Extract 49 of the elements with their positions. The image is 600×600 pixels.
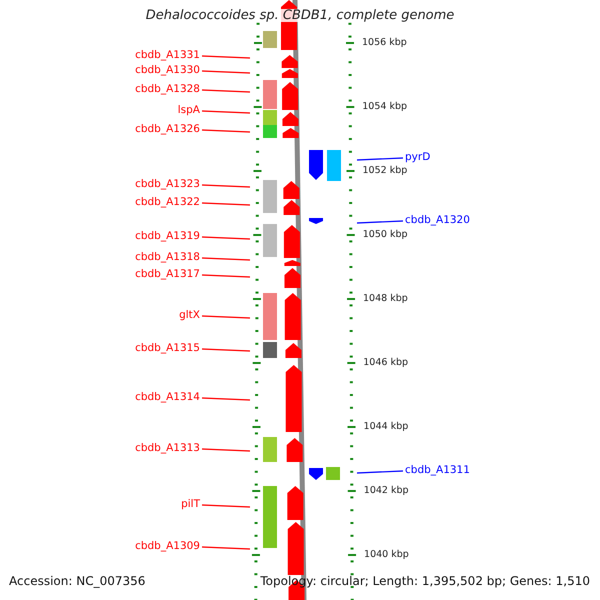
leader-line xyxy=(202,110,250,114)
gene-label: cbdb_A1309 xyxy=(135,540,200,553)
leader-line xyxy=(202,55,250,59)
scale-label: 1040 kbp xyxy=(364,548,409,561)
gene-label: cbdb_A1318 xyxy=(135,251,200,264)
gene-label: cbdb_A1326 xyxy=(135,123,200,136)
leader-line xyxy=(202,236,250,240)
gene-label: pilT xyxy=(181,498,200,511)
gene-label: cbdb_A1313 xyxy=(135,442,200,455)
leader-line xyxy=(202,397,250,401)
gene-label: cbdb_A1331 xyxy=(135,49,200,62)
gene-label: cbdb_A1320 xyxy=(405,214,470,227)
leader-line xyxy=(202,257,250,261)
leader-line xyxy=(202,448,250,452)
scale-label: 1052 kbp xyxy=(362,164,408,177)
scale-label: 1044 kbp xyxy=(364,420,408,433)
gene-label: cbdb_A1315 xyxy=(135,342,200,355)
leader-line xyxy=(202,504,250,508)
gene-label: cbdb_A1322 xyxy=(135,196,200,209)
leader-line xyxy=(202,70,250,74)
leader-line xyxy=(356,470,404,474)
gene-label: cbdb_A1319 xyxy=(135,230,200,243)
accession-note: Accession: NC_007356 xyxy=(9,575,146,588)
leader-line xyxy=(202,274,250,278)
leader-line xyxy=(202,184,250,188)
scale-label: 1050 kbp xyxy=(362,228,408,241)
gene-label: gltX xyxy=(179,309,200,322)
gene-label: cbdb_A1311 xyxy=(405,464,470,477)
gene-label: lspA xyxy=(178,104,200,117)
leader-line xyxy=(202,348,250,352)
leader-line xyxy=(202,202,250,206)
gene-label: cbdb_A1314 xyxy=(135,391,200,404)
leader-line xyxy=(356,157,404,161)
leader-line xyxy=(202,129,250,133)
scale-label: 1042 kbp xyxy=(364,484,409,497)
scale-label: 1056 kbp xyxy=(362,36,407,49)
gene-label: cbdb_A1317 xyxy=(135,268,200,281)
leader-line xyxy=(202,546,250,550)
gene-label: cbdb_A1330 xyxy=(135,64,200,77)
genome-summary: Topology: circular; Length: 1,395,502 bp; Genes: 1,510 xyxy=(260,575,590,588)
leader-line xyxy=(202,315,250,319)
leader-line xyxy=(202,89,250,93)
scale-label: 1046 kbp xyxy=(363,356,408,369)
scale-label: 1054 kbp xyxy=(362,100,408,113)
scale-label: 1048 kbp xyxy=(363,292,408,305)
gene-label: cbdb_A1328 xyxy=(135,83,200,96)
gene-label: pyrD xyxy=(405,151,430,164)
gene-label: cbdb_A1323 xyxy=(135,178,200,191)
leader-line xyxy=(356,220,404,224)
